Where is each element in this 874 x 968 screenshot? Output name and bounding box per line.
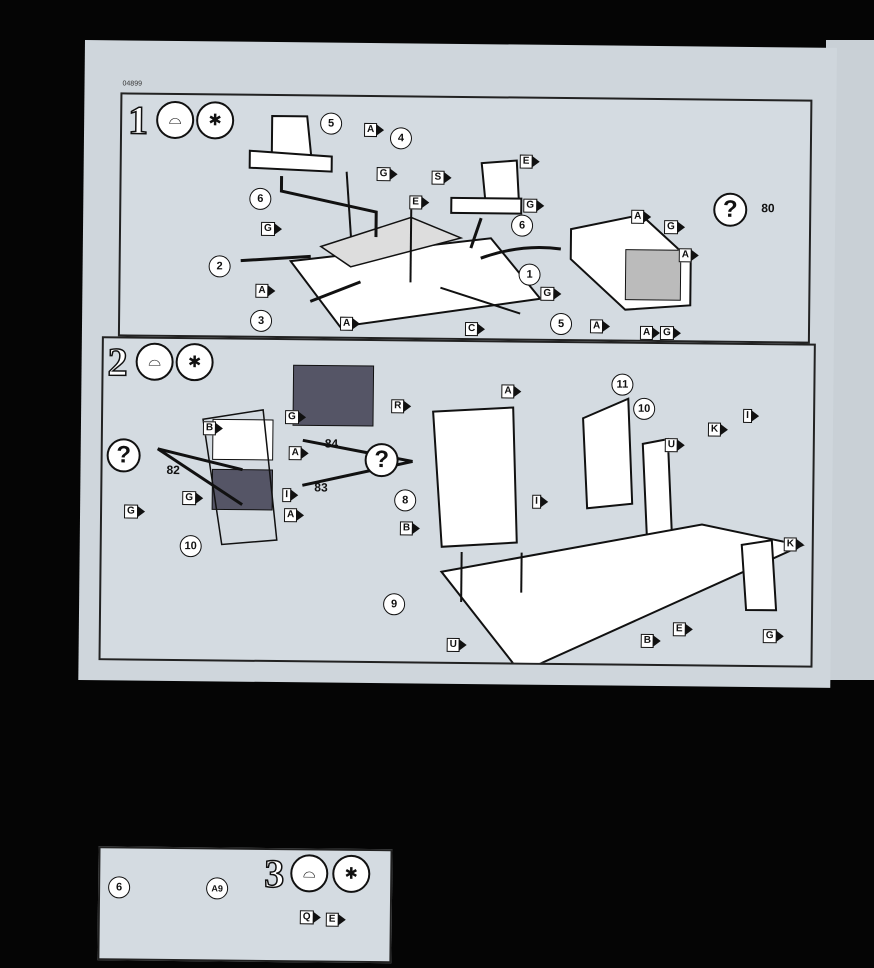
- flag-b: B: [400, 521, 420, 535]
- step-1-panel: 1 ⌓ ✱ 5 6 4 6 2: [118, 92, 813, 343]
- flag-s: S: [432, 171, 452, 185]
- flag-a: A: [289, 446, 309, 460]
- ref-84: 84: [325, 437, 339, 451]
- glue-icon: ⌓: [290, 854, 328, 892]
- flag-i: I: [282, 488, 298, 502]
- flag-a: A: [501, 384, 521, 398]
- flag-g: G: [660, 326, 681, 340]
- callout-9: 9: [383, 593, 405, 615]
- flag-k: K: [708, 423, 728, 437]
- ref-82: 82: [166, 463, 180, 477]
- instruction-page: 04899 1 ⌓ ✱ 5 6 4: [78, 40, 837, 688]
- callout-6: 6: [108, 876, 130, 898]
- flag-b: B: [203, 421, 223, 435]
- flag-g: G: [261, 222, 282, 236]
- flag-q: Q: [300, 910, 321, 924]
- flag-g: G: [523, 199, 544, 213]
- step-1-drawing: [120, 94, 810, 341]
- step-3-panel: 3 ⌓ ✱ 6 A9 Q E: [97, 846, 392, 963]
- flag-a: A: [679, 248, 699, 262]
- flag-g: G: [763, 629, 784, 643]
- callout-2: 2: [209, 255, 231, 277]
- flag-e: E: [409, 195, 429, 209]
- callout-11: 11: [611, 374, 633, 396]
- ref-83: 83: [314, 480, 328, 494]
- flag-a: A: [340, 317, 360, 331]
- flag-g: G: [540, 287, 561, 301]
- flag-c: C: [465, 322, 485, 336]
- flag-a: A: [640, 326, 660, 340]
- paint-icon: ✱: [332, 855, 370, 893]
- flag-a: A: [255, 284, 275, 298]
- flag-k: K: [784, 537, 804, 551]
- flag-i: I: [532, 495, 548, 509]
- flag-a: A: [364, 123, 384, 137]
- flag-e: E: [326, 913, 346, 927]
- part-a9: A9: [206, 877, 228, 899]
- callout-5: 5: [320, 112, 342, 134]
- callout-6b: 6: [511, 214, 533, 236]
- flag-g: G: [124, 504, 145, 518]
- flag-b: B: [641, 634, 661, 648]
- flag-a: A: [590, 319, 610, 333]
- callout-1: 1: [518, 264, 540, 286]
- flag-g: G: [664, 220, 685, 234]
- ref-80: 80: [761, 201, 775, 215]
- callout-6: 6: [249, 188, 271, 210]
- flag-g: G: [377, 167, 398, 181]
- callout-8: 8: [394, 489, 416, 511]
- page-code: 04899: [123, 80, 143, 87]
- callout-10b: 10: [180, 535, 202, 557]
- callout-5b: 5: [550, 313, 572, 335]
- callout-3: 3: [250, 310, 272, 332]
- step-2-panel: 2 ⌓ ✱ ? ? 82 83 84 11 10 8 9 10: [99, 336, 816, 667]
- callout-10: 10: [633, 398, 655, 420]
- flag-r: R: [391, 399, 411, 413]
- flag-a: A: [284, 508, 304, 522]
- question-icon: ?: [364, 443, 398, 477]
- step-number: 3: [264, 854, 284, 894]
- flag-u: U: [665, 438, 685, 452]
- callout-4: 4: [390, 127, 412, 149]
- flag-a: A: [631, 210, 651, 224]
- step-2-drawing: [101, 338, 814, 665]
- flag-e: E: [673, 622, 693, 636]
- flag-u: U: [447, 638, 467, 652]
- flag-g: G: [285, 410, 306, 424]
- question-icon: ?: [713, 193, 747, 227]
- flag-e: E: [520, 155, 540, 169]
- flag-i: I: [743, 409, 759, 423]
- flag-g: G: [182, 491, 203, 505]
- question-icon: ?: [106, 438, 140, 472]
